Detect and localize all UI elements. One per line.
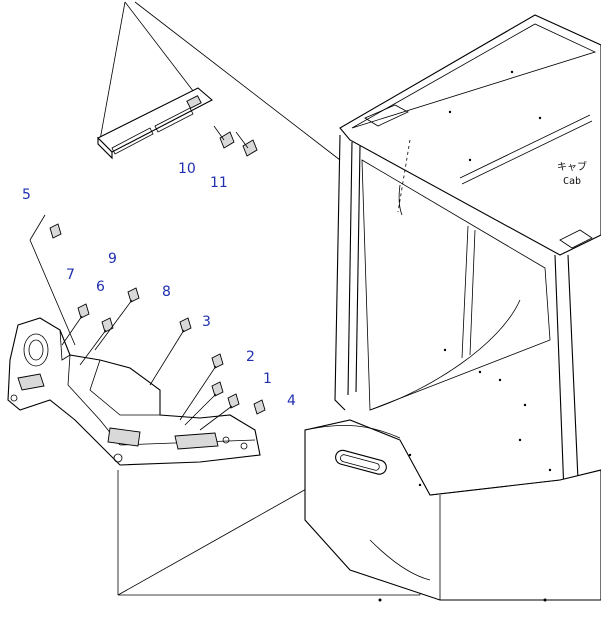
- callout-3: 3: [202, 314, 211, 330]
- dashboard-console: [7, 317, 261, 466]
- callout-6: 6: [96, 279, 105, 295]
- switch-1: [199, 393, 240, 431]
- switch-panel: [97, 87, 213, 160]
- callout-8: 8: [162, 284, 171, 300]
- cab-label-jp: キャブ: [557, 160, 587, 173]
- callout-1: 1: [263, 371, 272, 387]
- switch-3: [179, 353, 224, 421]
- callout-4: 4: [287, 393, 296, 409]
- switch-10: [213, 125, 235, 149]
- switch-9: [94, 287, 140, 351]
- switch-8: [149, 317, 192, 386]
- leader-lines: [29, 1, 421, 596]
- cab-label: キャブ Cab: [557, 160, 587, 187]
- callout-10: 10: [178, 161, 196, 177]
- callouts: 5 7 6 9 8 3 2 1 4 10 11: [22, 161, 296, 409]
- switch-6: [79, 317, 114, 366]
- callout-7: 7: [66, 267, 75, 283]
- switch-5: [49, 223, 62, 239]
- cab-structure: [304, 14, 601, 602]
- switch-7: [61, 303, 90, 346]
- callout-11: 11: [210, 175, 228, 191]
- callout-9: 9: [108, 251, 117, 267]
- callout-2: 2: [246, 349, 255, 365]
- switch-2: [184, 381, 224, 426]
- rivet-dots: [378, 70, 552, 602]
- switch-11: [235, 131, 258, 157]
- switch-4: [253, 399, 266, 415]
- callout-5: 5: [22, 187, 31, 203]
- cab-label-en: Cab: [563, 176, 581, 187]
